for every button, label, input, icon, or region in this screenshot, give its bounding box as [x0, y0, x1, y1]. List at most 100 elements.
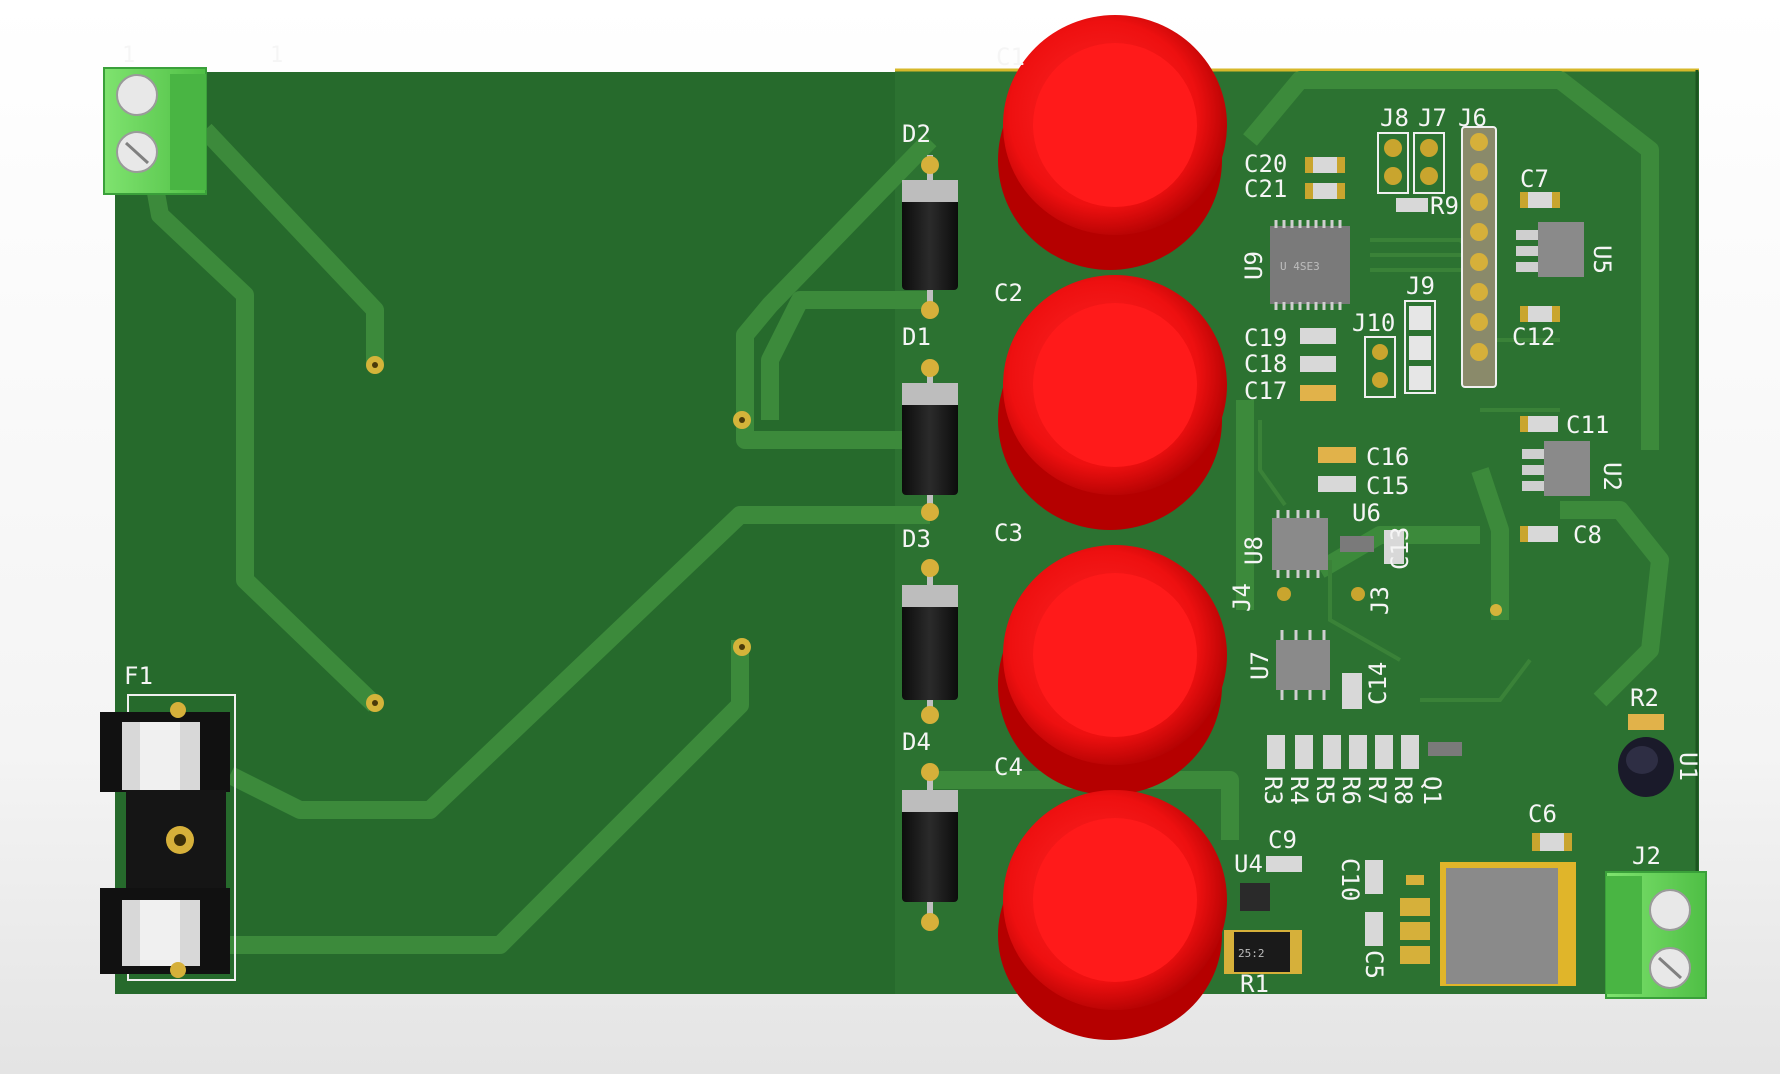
terminal-block-right[interactable] — [1605, 871, 1707, 999]
testpoint-j4[interactable] — [1277, 587, 1291, 601]
smd-c12[interactable] — [1520, 306, 1560, 322]
smd-c17[interactable] — [1300, 385, 1336, 401]
header-j7[interactable] — [1413, 132, 1445, 194]
smd-c14[interactable] — [1342, 673, 1362, 709]
label-j3: J3 — [1366, 586, 1394, 615]
capacitor-c2[interactable] — [998, 275, 1227, 530]
label-c18: C18 — [1244, 350, 1287, 378]
label-c20: C20 — [1244, 150, 1287, 178]
regulator-u2[interactable] — [1522, 441, 1590, 496]
connector-j9[interactable] — [1404, 300, 1436, 394]
edge-mark-right: 1 — [270, 43, 283, 68]
smd-c13[interactable] — [1384, 530, 1404, 564]
label-c17: C17 — [1244, 377, 1287, 405]
label-c15: C15 — [1366, 472, 1409, 500]
label-c7: C7 — [1520, 165, 1549, 193]
label-r9: R9 — [1430, 192, 1459, 220]
label-u4: U4 — [1234, 850, 1263, 878]
ic-u9[interactable]: U 4SE3 — [1270, 220, 1350, 310]
label-c19: C19 — [1244, 324, 1287, 352]
power-inductor[interactable] — [1400, 862, 1576, 986]
label-u6: U6 — [1352, 499, 1381, 527]
diode-d2[interactable] — [902, 155, 958, 319]
resistor-r1[interactable]: 25:2 — [1224, 930, 1302, 974]
vias — [366, 356, 1502, 712]
smd-c10[interactable] — [1365, 860, 1383, 894]
terminal-block-left[interactable] — [103, 67, 207, 195]
smd-r2[interactable] — [1628, 714, 1664, 730]
header-j8[interactable] — [1377, 132, 1409, 194]
terminal-screw-3[interactable] — [1649, 889, 1691, 931]
regulator-u5[interactable] — [1516, 222, 1584, 277]
smd-c19[interactable] — [1300, 328, 1336, 344]
capacitor-label-c4: C4 — [994, 753, 1023, 781]
capacitor-label-c3: C3 — [994, 519, 1023, 547]
transistor-u6[interactable] — [1340, 536, 1374, 552]
label-u1: U1 — [1674, 752, 1702, 781]
label-c8: C8 — [1573, 521, 1602, 549]
smd-c20[interactable] — [1305, 157, 1345, 173]
ic-u7[interactable] — [1276, 630, 1330, 700]
label-u2: U2 — [1598, 462, 1626, 491]
label-r1: R1 — [1240, 970, 1269, 998]
capacitor-label-c2: C2 — [994, 279, 1023, 307]
label-c14: C14 — [1364, 662, 1392, 705]
label-u8: U8 — [1240, 536, 1268, 565]
header-j6[interactable] — [1461, 126, 1497, 388]
resistor-r6[interactable] — [1349, 735, 1367, 769]
smd-c5[interactable] — [1365, 912, 1383, 946]
label-r8: R8 — [1389, 776, 1417, 805]
label-r7: R7 — [1363, 776, 1391, 805]
r1-code: 25:2 — [1238, 947, 1265, 960]
label-r5: R5 — [1311, 776, 1339, 805]
diode-d4[interactable] — [902, 763, 958, 931]
label-r4: R4 — [1285, 776, 1313, 805]
smd-c6[interactable] — [1532, 833, 1572, 851]
fuse-holder[interactable] — [100, 694, 236, 981]
label-r6: R6 — [1337, 776, 1365, 805]
resistor-r8[interactable] — [1401, 735, 1419, 769]
terminal-screw-1[interactable] — [116, 74, 158, 116]
edge-mark-left: 1 — [122, 43, 135, 68]
u9-marking: U 4SE3 — [1280, 260, 1320, 273]
capacitor-c3[interactable] — [998, 545, 1227, 795]
label-c10: C10 — [1336, 858, 1364, 901]
label-j9: J9 — [1406, 272, 1435, 300]
diode-label-d2: D2 — [902, 120, 931, 148]
connector-j10[interactable] — [1364, 336, 1396, 398]
smd-c7[interactable] — [1520, 192, 1560, 208]
smd-c16[interactable] — [1318, 447, 1356, 463]
resistor-r4[interactable] — [1295, 735, 1313, 769]
diode-d3[interactable] — [902, 559, 958, 724]
ic-u4[interactable] — [1240, 883, 1270, 911]
label-q1: Q1 — [1418, 776, 1446, 805]
label-c12: C12 — [1512, 323, 1555, 351]
label-u9: U9 — [1240, 251, 1268, 280]
label-j7: J7 — [1418, 104, 1447, 132]
label-j8: J8 — [1380, 104, 1409, 132]
transistor-q1[interactable] — [1428, 742, 1462, 756]
smd-c21[interactable] — [1305, 183, 1345, 199]
label-j2: J2 — [1632, 842, 1661, 870]
capacitor-label-c1: C1 — [996, 43, 1025, 71]
smd-r9[interactable] — [1396, 198, 1428, 212]
smd-c15[interactable] — [1318, 476, 1356, 492]
smd-c8[interactable] — [1520, 526, 1558, 542]
capacitor-c4[interactable] — [998, 790, 1227, 1040]
label-c16: C16 — [1366, 443, 1409, 471]
sensor-u1[interactable] — [1618, 737, 1674, 797]
diode-d1[interactable] — [902, 359, 958, 521]
label-r2: R2 — [1630, 684, 1659, 712]
label-c21: C21 — [1244, 175, 1287, 203]
diode-label-d3: D3 — [902, 525, 931, 553]
resistor-r7[interactable] — [1375, 735, 1393, 769]
capacitor-c1[interactable] — [998, 15, 1227, 270]
testpoint-j3[interactable] — [1351, 587, 1365, 601]
smd-c9[interactable] — [1266, 856, 1302, 872]
smd-c18[interactable] — [1300, 356, 1336, 372]
resistor-r3[interactable] — [1267, 735, 1285, 769]
smd-c11[interactable] — [1520, 416, 1558, 432]
resistor-r5[interactable] — [1323, 735, 1341, 769]
ic-u8[interactable] — [1272, 510, 1328, 578]
